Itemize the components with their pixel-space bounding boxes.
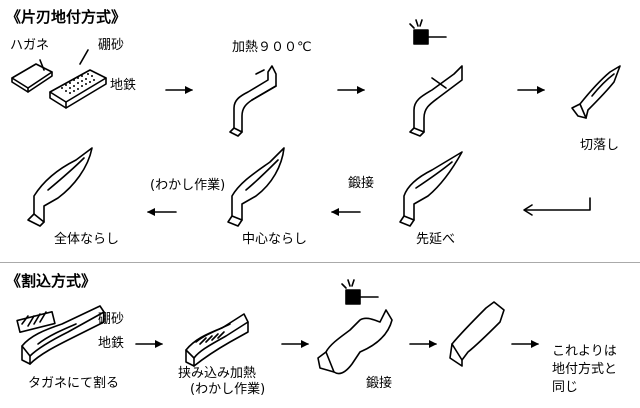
step-hagane-jigane-drawing: [11, 49, 107, 109]
label-same-line3: 同じ: [552, 380, 579, 395]
section-divider: [0, 262, 640, 263]
step-center-level-drawing: [227, 147, 285, 227]
label-hagane: ハガネ: [10, 38, 50, 53]
label-split: タガネにて割る: [28, 376, 120, 391]
step-result-drawing: [449, 301, 505, 367]
label-hosha-2: 硼砂: [98, 312, 125, 327]
step-heat-drawing: [229, 65, 277, 137]
warikomi-title: 《割込方式》: [6, 272, 97, 290]
label-jigane: 地鉄: [110, 78, 137, 93]
label-forge: 鍛接: [348, 176, 375, 191]
label-forge-2: 鍛接: [366, 376, 393, 391]
hammer-icon-2: [341, 279, 379, 305]
label-jigane-2: 地鉄: [98, 336, 125, 351]
label-same-line2: 地付方式と: [552, 362, 618, 377]
step-split-drawing: [16, 305, 105, 365]
return-arrow: [523, 197, 591, 216]
step-insert-heat-drawing: [185, 313, 249, 367]
step-cut-drawing: [571, 65, 621, 119]
step-tip-extend-drawing: [399, 151, 463, 227]
step-overall-level-drawing: [27, 147, 93, 227]
label-hosha: 硼砂: [98, 38, 125, 53]
kataha-title: 《片刃地付方式》: [6, 8, 127, 26]
label-center-level: 中心ならし: [242, 232, 308, 247]
hammer-icon: [409, 19, 447, 45]
label-heat: 加熱９００℃: [232, 40, 312, 55]
label-same-line1: これよりは: [552, 344, 617, 359]
label-tip-extend: 先延べ: [416, 232, 456, 247]
label-wakashi-2: (わかし作業): [190, 382, 266, 397]
label-cut: 切落し: [580, 138, 620, 153]
label-overall-level: 全体ならし: [54, 232, 120, 247]
step-forge-drawing: [409, 65, 463, 137]
label-insert-heat: 挟み込み加熱: [178, 366, 257, 381]
step-warikomi-forge-drawing: [317, 309, 393, 375]
borax-dots: [61, 73, 95, 94]
label-wakashi: (わかし作業): [150, 178, 226, 193]
